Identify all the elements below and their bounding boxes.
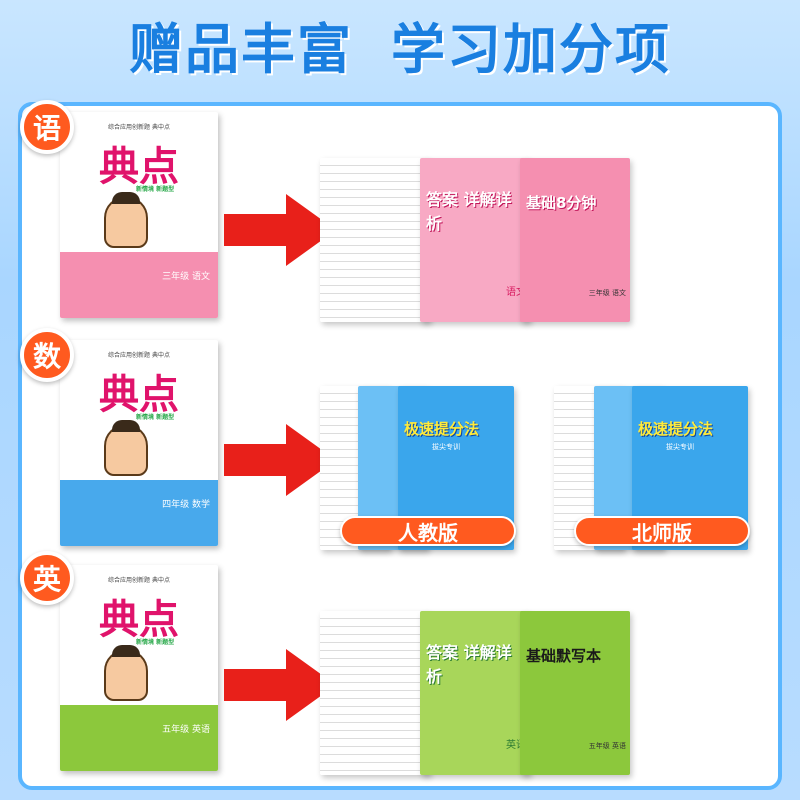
gift-workbook-subtitle: 拔尖专训 — [432, 443, 460, 451]
gift-workbook-subtitle: 拔尖专训 — [666, 443, 694, 451]
gift-workbook-title: 极速提分法 — [638, 420, 714, 438]
gift-answer-book-label: 英语 — [506, 740, 526, 751]
arrow-right-icon — [224, 194, 336, 266]
book-grade: 五年级 英语 — [162, 725, 210, 735]
gift-workbook-title: 极速提分法 — [404, 420, 480, 438]
mascot-illustration — [104, 645, 148, 701]
row-english: 综合应用创新题 典中点 典点 新情境 新题型 五年级 英语 英 答案 详解详析 … — [20, 551, 786, 791]
row-math: 综合应用创新题 典中点 典点 新情境 新题型 四年级 数学 数 极速提分法 拔尖… — [20, 328, 786, 561]
book-tagline: 综合应用创新题 典中点 — [108, 577, 170, 584]
mascot-illustration — [104, 420, 148, 476]
book-series: 新情境 新题型 — [136, 414, 175, 421]
main-book-english[interactable]: 综合应用创新题 典中点 典点 新情境 新题型 五年级 英语 — [60, 565, 218, 771]
book-series: 新情境 新题型 — [136, 186, 175, 193]
gift-answer-book-title: 答案 详解详析 — [426, 643, 512, 686]
book-grade: 三年级 语文 — [162, 272, 210, 282]
subject-badge-chinese: 语 — [20, 100, 74, 154]
gift-panel: 综合应用创新题 典中点 典点 新情境 新题型 三年级 语文 语 答案 详解详析 … — [18, 100, 782, 790]
book-logo: 典点 — [99, 596, 179, 643]
book-tagline: 综合应用创新题 典中点 — [108, 352, 170, 359]
mascot-illustration — [104, 192, 148, 248]
gift-answer-book[interactable]: 答案 详解详析 英语 — [420, 611, 530, 775]
cover-band — [60, 252, 218, 318]
gift-answer-book-label: 语文 — [506, 287, 526, 298]
gift-workbook[interactable]: 基础默写本 五年级 英语 — [520, 611, 630, 775]
main-book-chinese[interactable]: 综合应用创新题 典中点 典点 新情境 新题型 三年级 语文 — [60, 112, 218, 318]
edition-badge-beishi: 北师版 — [574, 516, 750, 546]
edition-badge-renjiao: 人教版 — [340, 516, 516, 546]
book-grade: 四年级 数学 — [162, 500, 210, 510]
headline-right: 学习加分项 — [391, 17, 671, 81]
headline-left: 赠品丰富 — [129, 17, 353, 81]
subject-badge-math: 数 — [20, 328, 74, 382]
gift-answer-book[interactable]: 答案 详解详析 语文 — [420, 158, 530, 322]
subject-badge-english: 英 — [20, 551, 74, 605]
arrow-right-icon — [224, 424, 336, 496]
gift-workbook-title: 基础8分钟 — [526, 194, 597, 212]
gift-workbook-grade: 五年级 英语 — [588, 742, 626, 750]
headline: 赠品丰富 学习加分项 — [0, 0, 800, 88]
gift-answer-book-title: 答案 详解详析 — [426, 190, 512, 233]
gift-workbook-title: 基础默写本 — [526, 647, 602, 665]
main-book-math[interactable]: 综合应用创新题 典中点 典点 新情境 新题型 四年级 数学 — [60, 340, 218, 546]
cover-band — [60, 705, 218, 771]
book-tagline: 综合应用创新题 典中点 — [108, 124, 170, 131]
book-logo: 典点 — [99, 371, 179, 418]
book-logo: 典点 — [99, 143, 179, 190]
gift-workbook[interactable]: 基础8分钟 三年级 语文 — [520, 158, 630, 322]
row-chinese: 综合应用创新题 典中点 典点 新情境 新题型 三年级 语文 语 答案 详解详析 … — [20, 100, 786, 336]
gift-workbook-grade: 三年级 语文 — [588, 289, 626, 297]
arrow-right-icon — [224, 649, 336, 721]
book-series: 新情境 新题型 — [136, 639, 175, 646]
gift-answer-sheet[interactable] — [320, 158, 430, 322]
gift-answer-sheet[interactable] — [320, 611, 430, 775]
cover-band — [60, 480, 218, 546]
